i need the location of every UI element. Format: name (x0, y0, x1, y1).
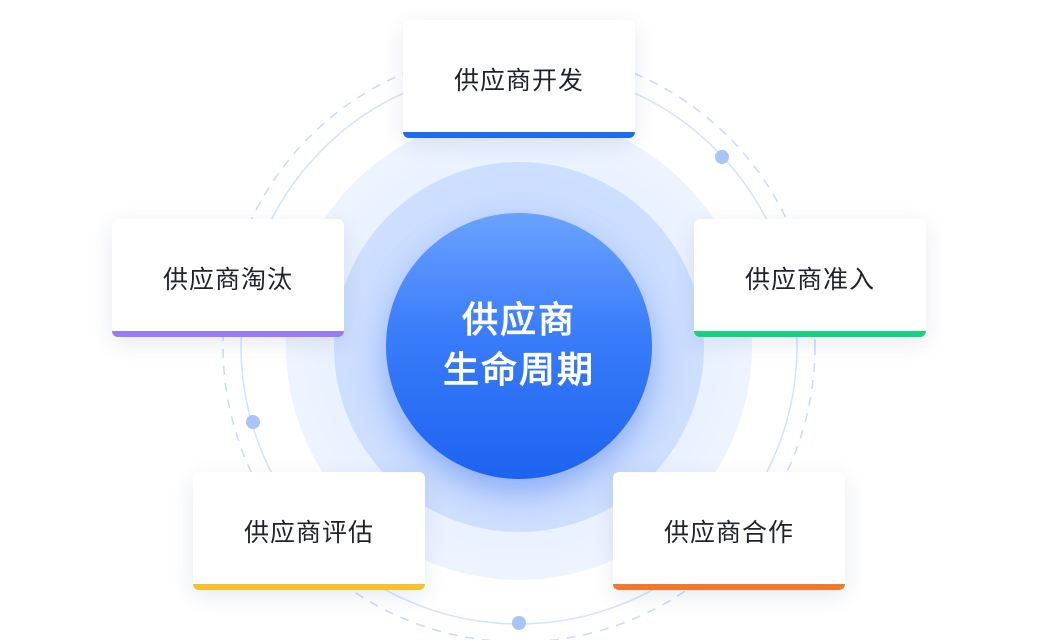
stage-label-evaluation: 供应商评估 (243, 518, 374, 547)
stage-card-cooperation[interactable]: 供应商合作 (613, 472, 845, 590)
stage-label-elimination: 供应商淘汰 (162, 265, 293, 294)
stage-accent-bar-cooperation (613, 584, 845, 590)
stage-card-admission[interactable]: 供应商准入 (694, 219, 926, 337)
stage-card-evaluation[interactable]: 供应商评估 (193, 472, 425, 590)
stage-accent-bar-development (403, 132, 635, 138)
orbit-dot-left (246, 415, 260, 429)
stage-label-development: 供应商开发 (453, 66, 584, 95)
stage-accent-bar-admission (694, 331, 926, 337)
orbit-dot-bottom (512, 616, 526, 630)
stage-label-cooperation: 供应商合作 (663, 518, 794, 547)
orbit-dot-top-right (715, 150, 729, 164)
center-title-line1: 供应商 (461, 300, 576, 341)
stage-accent-bar-evaluation (193, 584, 425, 590)
center-title-line2: 生命周期 (442, 350, 595, 391)
stage-card-development[interactable]: 供应商开发 (403, 20, 635, 138)
center-circle: 供应商 生命周期 (386, 213, 652, 479)
stage-card-elimination[interactable]: 供应商淘汰 (112, 219, 344, 337)
stage-accent-bar-elimination (112, 331, 344, 337)
stage-label-admission: 供应商准入 (744, 265, 875, 294)
